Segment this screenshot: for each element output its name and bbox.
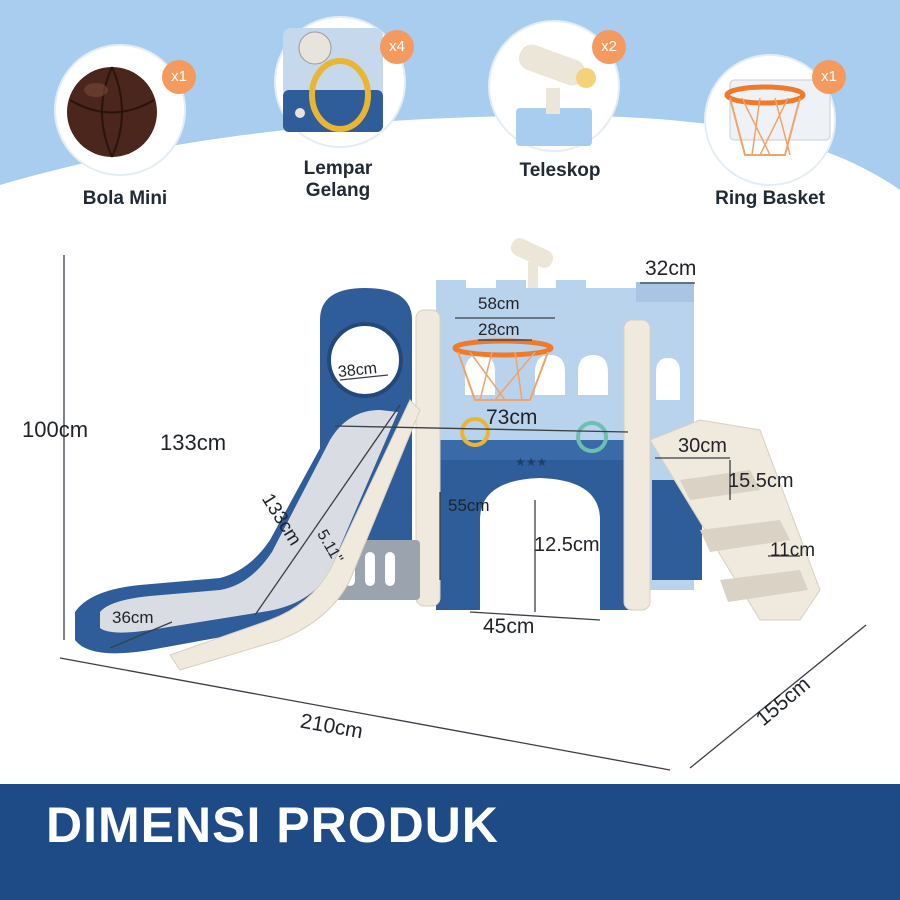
toss-ring-teal <box>576 421 608 453</box>
dim-arch-width: 45cm <box>483 615 535 638</box>
dim-arch-inner: 12.5cm <box>534 534 600 556</box>
qty-badge-2: x4 <box>380 30 414 64</box>
qty-badge-3: x2 <box>592 30 626 64</box>
dim-hoop-board: 58cm <box>478 294 520 313</box>
accessory-label-1: Bola Mini <box>82 188 168 209</box>
dim-platform-width: 73cm <box>486 406 538 429</box>
qty-badge-1: x1 <box>162 60 196 94</box>
toss-ring-yellow <box>460 417 490 447</box>
ring-toss-icon <box>283 28 383 132</box>
tower: ★★★ <box>330 280 702 611</box>
dim-arch-height: 55cm <box>448 496 490 515</box>
dim-slide-length: 133cm <box>160 430 227 455</box>
dim-height-total: 100cm <box>22 417 89 442</box>
stairs <box>649 419 821 621</box>
dim-stair-width: 30cm <box>678 435 727 457</box>
telescope-icon <box>516 44 596 146</box>
dimension-lines <box>59 255 867 771</box>
dim-hoop-ring: 28cm <box>478 320 520 339</box>
dim-slide-width-bottom: 36cm <box>112 608 154 627</box>
tower-basketball-hoop <box>452 338 554 401</box>
dim-stair-step-height: 15.5cm <box>728 470 794 492</box>
ball-icon <box>67 66 157 158</box>
accessory-label-4: Ring Basket <box>715 188 825 209</box>
accessory-label-2: Lempar Gelang <box>303 158 373 201</box>
footer-banner <box>0 784 900 900</box>
dim-tower-top: 32cm <box>645 257 697 280</box>
tower-telescope <box>510 238 554 288</box>
svg-text:★★★: ★★★ <box>515 455 547 469</box>
footer-title: DIMENSI PRODUK <box>46 797 499 853</box>
header-sky-background <box>0 0 900 190</box>
basketball-hoop-icon <box>724 79 831 156</box>
slide <box>75 397 421 671</box>
qty-badge-4: x1 <box>812 60 846 94</box>
dim-stair-step-depth: 11cm <box>770 540 816 561</box>
accessory-label-3: Teleskop <box>519 160 601 181</box>
